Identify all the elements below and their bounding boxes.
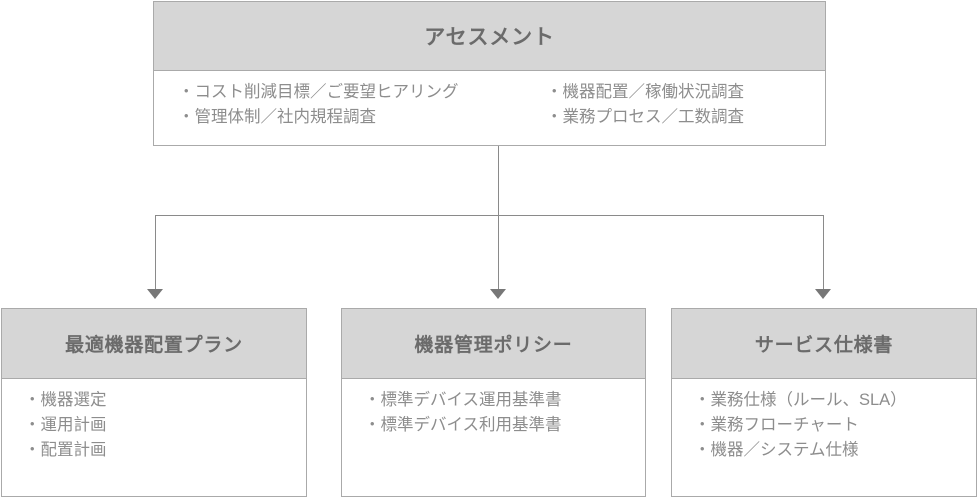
node-assessment-column-2: ・機器配置／稼働状況調査 ・業務プロセス／工数調査 — [546, 80, 816, 146]
connector-branch-left — [155, 215, 156, 289]
connector-trunk-vertical — [498, 146, 499, 215]
bullet-item: ・業務プロセス／工数調査 — [546, 108, 744, 127]
connector-branch-right — [823, 215, 824, 289]
node-service-specification-body: ・業務仕様（ルール、SLA） ・業務フローチャート ・機器／システム仕様 — [672, 379, 976, 496]
node-optimal-device-plan-body: ・機器選定 ・運用計画 ・配置計画 — [2, 379, 306, 496]
connector-branch-center — [498, 215, 499, 289]
node-assessment-body: ・コスト削減目標／ご要望ヒアリング ・管理体制／社内規程調査 ・機器配置／稼働状… — [154, 71, 825, 146]
arrow-head-icon-center — [490, 289, 506, 299]
bullet-item: ・運用計画 — [24, 416, 107, 435]
bullet-item: ・配置計画 — [24, 441, 107, 460]
node-service-specification-title: サービス仕様書 — [672, 309, 976, 379]
bullet-item: ・機器選定 — [24, 391, 107, 409]
node-assessment-title: アセスメント — [154, 2, 825, 71]
node-assessment-column-1: ・コスト削減目標／ご要望ヒアリング ・管理体制／社内規程調査 — [178, 80, 546, 146]
bullet-item: ・標準デバイス利用基準書 — [364, 416, 562, 435]
node-device-management-policy-title: 機器管理ポリシー — [342, 309, 645, 379]
node-optimal-device-plan-title: 最適機器配置プラン — [2, 309, 306, 379]
node-assessment: アセスメント ・コスト削減目標／ご要望ヒアリング ・管理体制／社内規程調査 ・機… — [153, 1, 826, 146]
bullet-item: ・機器／システム仕様 — [694, 441, 859, 460]
bullet-item: ・コスト削減目標／ご要望ヒアリング — [178, 83, 459, 101]
bullet-item: ・管理体制／社内規程調査 — [178, 108, 376, 127]
connector-horizontal-bus — [155, 215, 824, 216]
node-optimal-device-plan: 最適機器配置プラン ・機器選定 ・運用計画 ・配置計画 — [1, 308, 307, 497]
bullet-item: ・標準デバイス運用基準書 — [364, 391, 562, 409]
node-service-specification: サービス仕様書 ・業務仕様（ルール、SLA） ・業務フローチャート ・機器／シス… — [671, 308, 977, 497]
bullet-item: ・業務仕様（ルール、SLA） — [694, 391, 907, 409]
node-device-management-policy: 機器管理ポリシー ・標準デバイス運用基準書 ・標準デバイス利用基準書 — [341, 308, 646, 497]
bullet-item: ・業務フローチャート — [694, 416, 859, 435]
arrow-head-icon-left — [147, 289, 163, 299]
bullet-item: ・機器配置／稼働状況調査 — [546, 83, 744, 101]
arrow-head-icon-right — [815, 289, 831, 299]
node-device-management-policy-body: ・標準デバイス運用基準書 ・標準デバイス利用基準書 — [342, 379, 645, 496]
